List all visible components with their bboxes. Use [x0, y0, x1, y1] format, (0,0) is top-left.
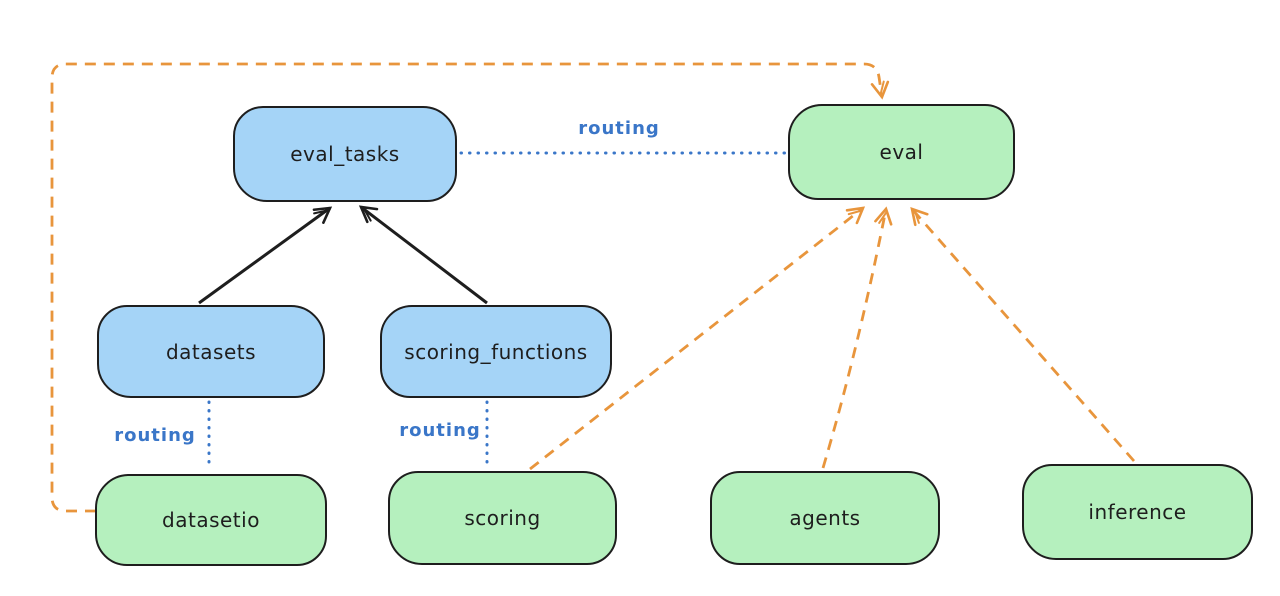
- edge-agents-to-eval: [821, 206, 893, 469]
- node-datasets-label: datasets: [165, 339, 257, 364]
- node-inference: inference: [1022, 464, 1253, 560]
- node-agents-label: agents: [789, 506, 861, 530]
- node-datasetio-label: datasetio: [162, 508, 260, 532]
- routing-label-eval-tasks-eval: routing: [578, 118, 660, 139]
- node-scoring-functions-label: scoring_functions: [404, 339, 588, 364]
- node-scoring-functions: scoring_functions: [380, 305, 612, 398]
- edge-datasets-to-eval-tasks: [198, 206, 333, 305]
- node-eval-tasks-label: eval_tasks: [290, 142, 400, 166]
- edge-scoring-functions-to-eval-tasks: [358, 205, 488, 305]
- edge-inference-to-eval: [910, 207, 1136, 462]
- node-eval-tasks: eval_tasks: [233, 106, 457, 202]
- routing-label-datasets-datasetio: routing: [114, 425, 196, 446]
- node-eval: eval: [788, 104, 1015, 200]
- node-scoring-label: scoring: [464, 506, 541, 530]
- node-inference-label: inference: [1088, 500, 1187, 524]
- node-datasets: datasets: [97, 305, 325, 398]
- routing-label-scoring-functions-scoring: routing: [399, 420, 481, 441]
- node-scoring: scoring: [388, 471, 617, 565]
- node-datasetio: datasetio: [95, 474, 327, 566]
- node-agents: agents: [710, 471, 940, 565]
- node-eval-label: eval: [879, 140, 924, 164]
